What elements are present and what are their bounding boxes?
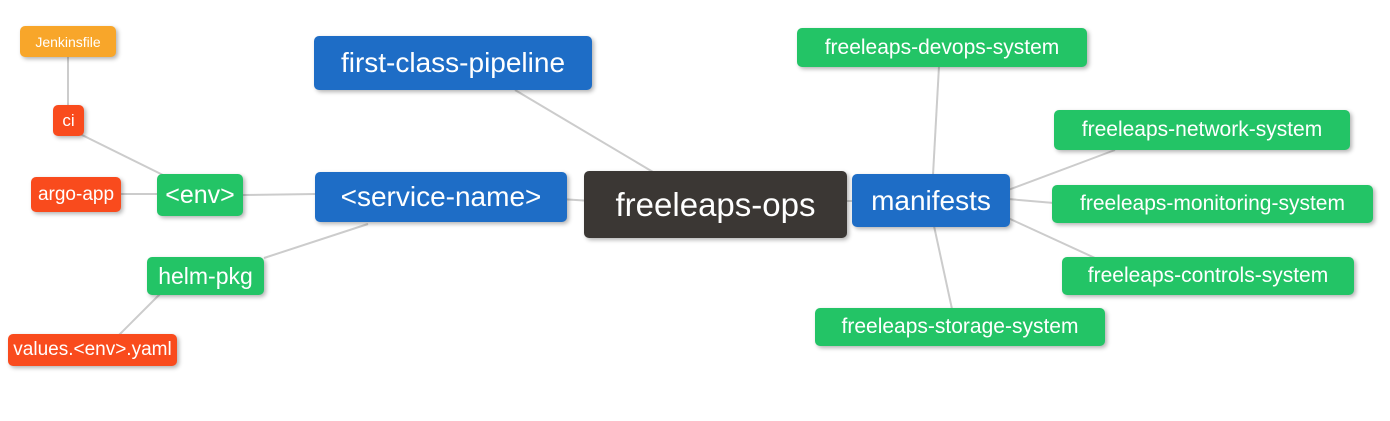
node-storage-system-label: freeleaps-storage-system bbox=[841, 315, 1079, 338]
node-env[interactable]: <env> bbox=[157, 174, 243, 216]
node-argo-app-label: argo-app bbox=[37, 183, 115, 205]
node-ci[interactable]: ci bbox=[53, 105, 84, 136]
node-values-env-yaml-label: values.<env>.yaml bbox=[13, 339, 172, 360]
node-argo-app[interactable]: argo-app bbox=[31, 177, 121, 212]
node-freeleaps-controls-system[interactable]: freeleaps-controls-system bbox=[1062, 257, 1354, 295]
edge-env-servicename bbox=[242, 193, 317, 196]
node-manifests-label: manifests bbox=[871, 184, 991, 216]
node-monitoring-system-label: freeleaps-monitoring-system bbox=[1080, 192, 1345, 215]
node-devops-system-label: freeleaps-devops-system bbox=[824, 35, 1060, 59]
node-helm-pkg-label: helm-pkg bbox=[158, 262, 253, 289]
node-jenkinsfile[interactable]: Jenkinsfile bbox=[20, 26, 116, 57]
node-controls-system-label: freeleaps-controls-system bbox=[1087, 264, 1329, 287]
edge-pipeline-freeleapsops bbox=[514, 89, 654, 173]
edge-manifests-network bbox=[1007, 149, 1116, 191]
edge-helmpkg-values bbox=[116, 293, 161, 338]
node-freeleaps-network-system[interactable]: freeleaps-network-system bbox=[1054, 110, 1350, 150]
node-service-name-label: <service-name> bbox=[340, 181, 542, 212]
edge-manifests-monitoring bbox=[1007, 198, 1055, 204]
edge-manifests-controls bbox=[1007, 217, 1096, 259]
node-env-label: <env> bbox=[165, 180, 235, 209]
node-freeleaps-ops-label: freeleaps-ops bbox=[615, 185, 816, 223]
node-values-env-yaml[interactable]: values.<env>.yaml bbox=[8, 334, 177, 366]
node-freeleaps-monitoring-system[interactable]: freeleaps-monitoring-system bbox=[1052, 185, 1373, 223]
edge-manifests-storage bbox=[933, 225, 953, 310]
node-network-system-label: freeleaps-network-system bbox=[1081, 118, 1323, 141]
node-manifests[interactable]: manifests bbox=[852, 174, 1010, 227]
edge-ci-env bbox=[79, 133, 168, 178]
node-first-class-pipeline-label: first-class-pipeline bbox=[340, 47, 566, 78]
node-jenkinsfile-label: Jenkinsfile bbox=[35, 33, 101, 50]
node-first-class-pipeline[interactable]: first-class-pipeline bbox=[314, 36, 592, 90]
node-freeleaps-devops-system[interactable]: freeleaps-devops-system bbox=[797, 28, 1087, 67]
node-freeleaps-storage-system[interactable]: freeleaps-storage-system bbox=[815, 308, 1105, 346]
node-service-name[interactable]: <service-name> bbox=[315, 172, 567, 222]
node-freeleaps-ops-root[interactable]: freeleaps-ops bbox=[584, 171, 847, 238]
node-ci-label: ci bbox=[62, 110, 75, 130]
node-helm-pkg[interactable]: helm-pkg bbox=[147, 257, 264, 295]
edge-servicename-helmpkg bbox=[263, 223, 369, 259]
edge-manifests-devops bbox=[932, 65, 940, 176]
